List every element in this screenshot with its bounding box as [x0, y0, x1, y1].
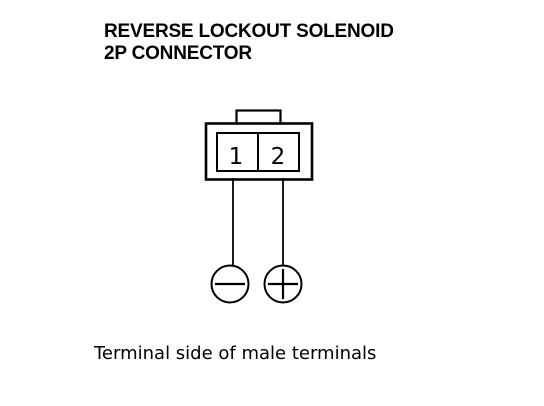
terminal-cell-1	[216, 132, 259, 172]
terminal-cell-2	[257, 132, 300, 172]
diagram-caption: Terminal side of male terminals	[94, 343, 377, 364]
minus-circle-icon	[210, 264, 250, 304]
diagram-title: REVERSE LOCKOUT SOLENOID 2P CONNECTOR	[104, 21, 394, 65]
title-line-2: 2P CONNECTOR	[104, 43, 252, 64]
terminal-2-label: 2	[271, 144, 286, 170]
terminal-1-label: 1	[229, 144, 244, 170]
title-line-1: REVERSE LOCKOUT SOLENOID	[104, 21, 394, 42]
plus-circle-icon	[263, 264, 303, 304]
